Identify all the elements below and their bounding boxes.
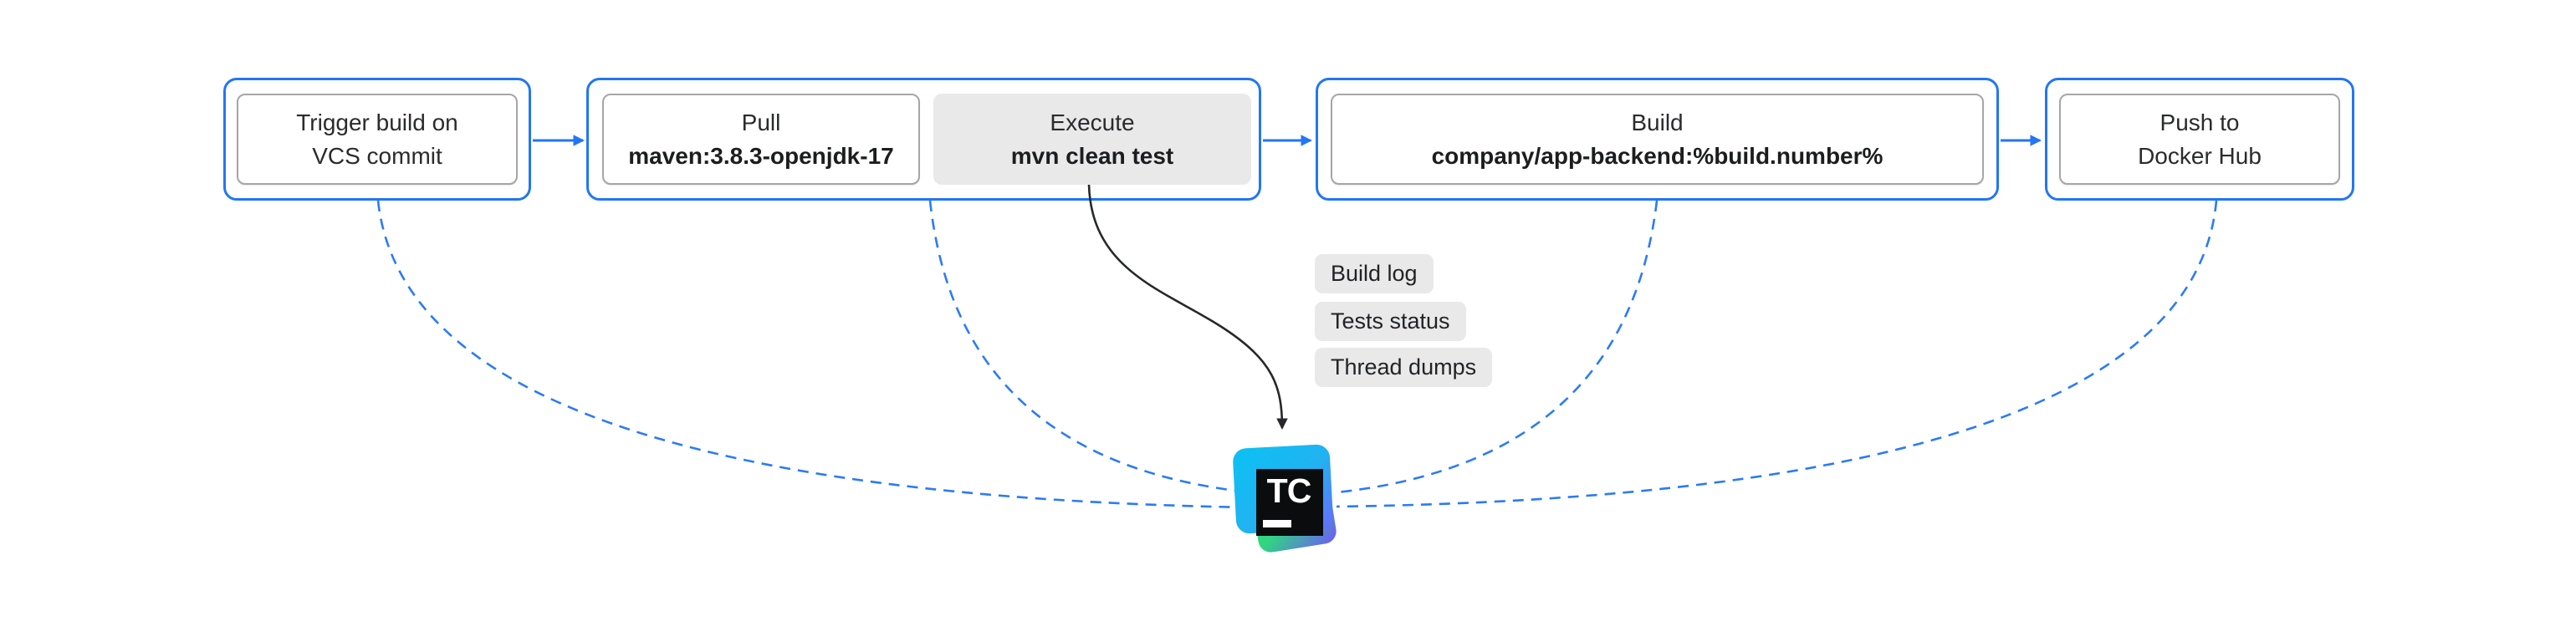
teamcity-monogram: TC: [1267, 471, 1311, 510]
tag-tests-status: Tests status: [1315, 302, 1466, 341]
dashed-link-build-to-teamcity: [1336, 200, 1659, 494]
node-pull-execute: Pull maven:3.8.3-openjdk-17 Execute mvn …: [586, 78, 1261, 201]
node-trigger-build: Trigger build on VCS commit: [223, 78, 531, 201]
execute-detail-label: mvn clean test: [1010, 142, 1174, 169]
execute-action-label: Execute: [1050, 109, 1135, 135]
node-build-image: Build company/app-backend:%build.number%: [1316, 78, 1999, 201]
node-push-dockerhub: Push to Docker Hub: [2045, 78, 2354, 201]
dashed-link-trigger-to-teamcity: [376, 200, 1251, 509]
pull-detail-label: maven:3.8.3-openjdk-17: [628, 142, 894, 169]
teamcity-logo-back-square: [1250, 466, 1337, 553]
dashed-link-pull-to-teamcity: [928, 200, 1251, 494]
trigger-label-line2: VCS commit: [312, 142, 442, 169]
teamcity-logo-icon: TC: [1233, 444, 1337, 553]
tag-thread-dumps: Thread dumps: [1315, 348, 1493, 387]
teamcity-logo-black-square: [1256, 469, 1323, 536]
pull-action-label: Pull: [741, 109, 781, 135]
node-trigger-build-inner: Trigger build on VCS commit: [237, 94, 518, 185]
tag-build-log: Build log: [1315, 254, 1434, 293]
node-build-image-inner: Build company/app-backend:%build.number%: [1331, 94, 1984, 185]
teamcity-logo-front-square: [1233, 444, 1333, 534]
step-execute: Execute mvn clean test: [933, 94, 1251, 185]
step-pull: Pull maven:3.8.3-openjdk-17: [602, 94, 920, 185]
push-label-line1: Push to: [2159, 109, 2240, 135]
teamcity-logo-underscore: [1263, 520, 1291, 527]
arrow-execute-to-teamcity: [1087, 184, 1288, 431]
push-label-line2: Docker Hub: [2138, 142, 2262, 169]
build-detail-label: company/app-backend:%build.number%: [1431, 142, 1883, 169]
node-push-dockerhub-inner: Push to Docker Hub: [2059, 94, 2340, 185]
trigger-label-line1: Trigger build on: [296, 109, 458, 135]
build-action-label: Build: [1631, 109, 1684, 135]
